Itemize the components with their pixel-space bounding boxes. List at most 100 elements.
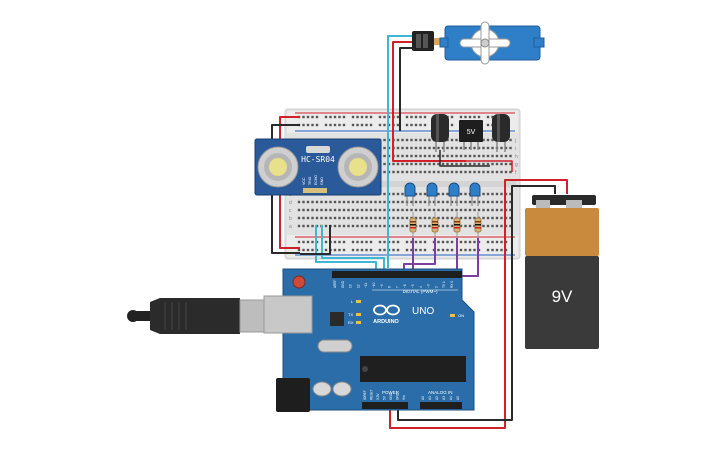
breadboard-hole (419, 208, 422, 212)
breadboard-hole (477, 154, 481, 158)
digital-header[interactable] (332, 271, 462, 278)
battery-9v[interactable]: 9V (525, 195, 599, 349)
breadboard-hole (324, 248, 328, 252)
breadboard-hole (441, 170, 445, 174)
arduino-model: UNO (412, 306, 434, 317)
breadboard-hole (491, 216, 494, 220)
breadboard-hole (459, 240, 463, 244)
breadboard-hole (441, 248, 445, 252)
analog-header[interactable] (420, 402, 462, 409)
capacitor-left[interactable] (431, 114, 449, 152)
resistor-3[interactable] (453, 212, 461, 238)
breadboard-hole (414, 248, 418, 252)
breadboard-hole (396, 162, 400, 166)
led-1[interactable] (404, 182, 416, 206)
led-2[interactable] (426, 182, 438, 206)
led-4[interactable] (469, 182, 481, 206)
breadboard-hole (338, 123, 341, 127)
resistor-1[interactable] (409, 212, 417, 238)
row-letters-top: j i h g f (514, 138, 518, 176)
breadboard-hole (500, 240, 503, 244)
voltage-regulator[interactable]: 5V (459, 120, 483, 150)
resistor-band (410, 224, 416, 226)
breadboard-hole (473, 208, 476, 212)
breadboard-hole (324, 224, 328, 228)
breadboard-hole (437, 248, 440, 252)
breadboard-hole (509, 146, 512, 150)
breadboard-hole (365, 216, 368, 220)
led-3[interactable] (448, 182, 460, 206)
capacitor-right[interactable] (492, 114, 510, 152)
breadboard-hole (459, 200, 463, 204)
breadboard-hole (450, 146, 454, 150)
breadboard-hole (342, 115, 346, 119)
breadboard-hole (351, 216, 355, 220)
breadboard-hole (468, 154, 472, 158)
breadboard-hole (455, 138, 458, 142)
arduino-board[interactable]: ARDUINO UNO DIGITAL (PWM~) POWER ANALOG … (263, 268, 475, 412)
pin-label: ~10 (372, 282, 376, 288)
breadboard-hole (500, 224, 503, 228)
servo-motor[interactable] (412, 21, 545, 65)
regulator-label: 5V (467, 129, 476, 136)
breadboard-hole (360, 240, 364, 244)
breadboard-hole (401, 146, 404, 150)
power-header[interactable] (362, 402, 408, 409)
breadboard-hole (302, 248, 305, 252)
breadboard-hole (455, 146, 458, 150)
breadboard-hole (369, 200, 373, 204)
pin-label: 13 (349, 284, 353, 288)
breadboard-hole (392, 216, 395, 220)
breadboard-hole (360, 200, 364, 204)
breadboard-hole (306, 123, 310, 127)
breadboard-hole (396, 208, 400, 212)
breadboard-hole (302, 224, 305, 228)
breadboard-hole (464, 216, 467, 220)
breadboard-hole (504, 162, 508, 166)
resistor-4[interactable] (474, 212, 482, 238)
breadboard-hole (486, 192, 490, 196)
breadboard-hole (504, 154, 508, 158)
breadboard-hole (401, 192, 404, 196)
battery-label: 9V (552, 287, 573, 306)
breadboard-hole (378, 224, 382, 228)
pin-label: AREF (333, 279, 337, 288)
breadboard-hole (437, 200, 440, 204)
breadboard-hole (473, 240, 476, 244)
breadboard-hole (432, 146, 436, 150)
breadboard-hole (419, 162, 422, 166)
breadboard-hole (500, 154, 503, 158)
breadboard-hole (383, 162, 386, 166)
breadboard-hole (482, 208, 485, 212)
pin-label: ~3 (427, 284, 431, 288)
breadboard-hole (509, 216, 512, 220)
breadboard-hole (419, 123, 422, 127)
resistor-2[interactable] (431, 212, 439, 238)
ultrasonic-sensor[interactable]: HC-SR04 VCC TRIG ECHO GND (254, 138, 382, 196)
breadboard-hole (459, 248, 463, 252)
breadboard-hole (477, 162, 481, 166)
pin-label: 12 (356, 284, 360, 288)
row-letter: h (515, 154, 518, 160)
breadboard-hole (437, 208, 440, 212)
resistor-band (410, 221, 416, 223)
breadboard-hole (347, 224, 350, 228)
breadboard-hole (396, 200, 400, 204)
breadboard-hole (378, 200, 382, 204)
breadboard-hole (450, 240, 454, 244)
breadboard-hole (338, 248, 341, 252)
pin-label: ~11 (364, 283, 368, 288)
breadboard-hole (410, 170, 413, 174)
breadboard-hole (392, 248, 395, 252)
pin-label: 7 (395, 286, 399, 288)
breadboard-hole (365, 123, 368, 127)
led-indicator-tx: TX (348, 312, 361, 317)
breadboard-hole (360, 115, 364, 119)
breadboard-hole (450, 154, 454, 158)
breadboard-hole (396, 146, 400, 150)
breadboard-hole (450, 162, 454, 166)
breadboard-hole (450, 224, 454, 228)
breadboard-hole (495, 208, 499, 212)
breadboard-hole (486, 248, 490, 252)
